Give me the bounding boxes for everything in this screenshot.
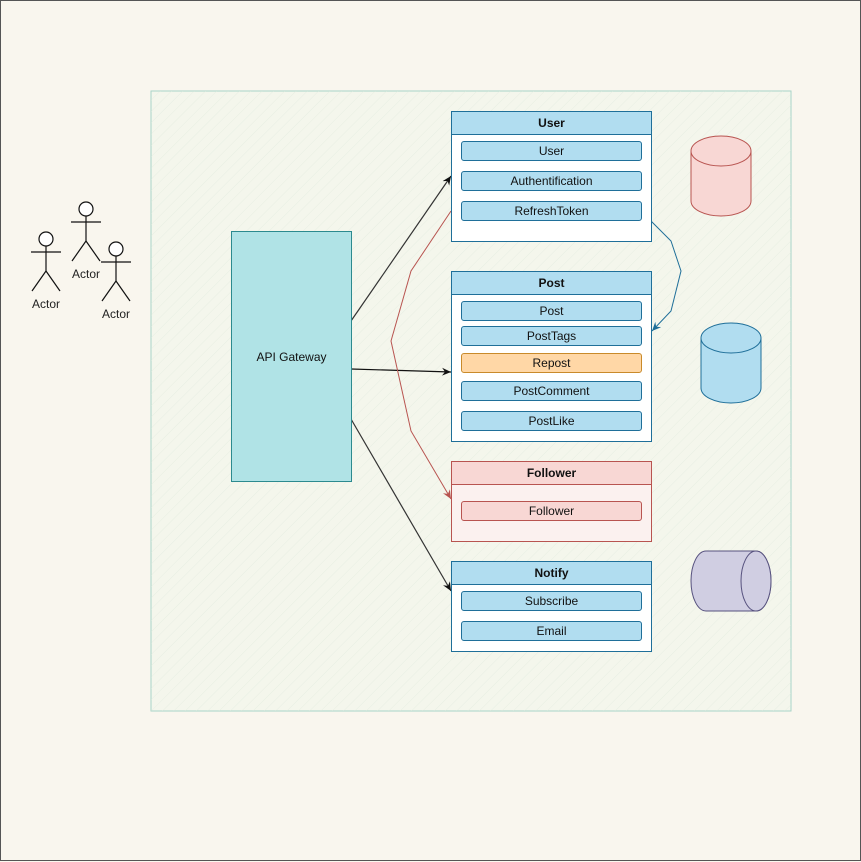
service-user-title: User (452, 112, 651, 135)
database-post-icon (700, 322, 762, 404)
actor-2-label: Actor (71, 267, 100, 281)
service-follower-title: Follower (452, 462, 651, 485)
api-gateway[interactable]: API Gateway (231, 231, 352, 482)
service-user[interactable]: User User Authentification RefreshToken (451, 111, 652, 242)
user-item-authentification[interactable]: Authentification (461, 171, 642, 191)
edge-user-follower (390, 210, 452, 500)
actor-1-figure (31, 231, 61, 292)
actor-3-figure (101, 241, 131, 302)
user-item-user[interactable]: User (461, 141, 642, 161)
post-item-postlike[interactable]: PostLike (461, 411, 642, 431)
service-follower[interactable]: Follower Follower (451, 461, 652, 542)
edge-gateway-user (350, 175, 452, 322)
post-item-repost[interactable]: Repost (461, 353, 642, 373)
notify-item-email[interactable]: Email (461, 621, 642, 641)
follower-item-follower[interactable]: Follower (461, 501, 642, 521)
service-notify-title: Notify (452, 562, 651, 585)
user-item-refreshtoken[interactable]: RefreshToken (461, 201, 642, 221)
edge-gateway-post (350, 367, 452, 376)
post-item-posttags[interactable]: PostTags (461, 326, 642, 346)
queue-notify-icon (690, 550, 772, 612)
service-notify[interactable]: Notify Subscribe Email (451, 561, 652, 652)
post-item-postcomment[interactable]: PostComment (461, 381, 642, 401)
api-gateway-label: API Gateway (256, 349, 327, 364)
actor-1-label: Actor (31, 297, 60, 311)
actor-2-figure (71, 201, 101, 262)
actor-3-label: Actor (101, 307, 130, 321)
service-post-title: Post (452, 272, 651, 295)
edge-gateway-notify (350, 418, 452, 592)
notify-item-subscribe[interactable]: Subscribe (461, 591, 642, 611)
database-user-icon (690, 135, 752, 217)
service-post[interactable]: Post Post PostTags Repost PostComment Po… (451, 271, 652, 442)
post-item-post[interactable]: Post (461, 301, 642, 321)
edge-user-post (650, 220, 682, 332)
